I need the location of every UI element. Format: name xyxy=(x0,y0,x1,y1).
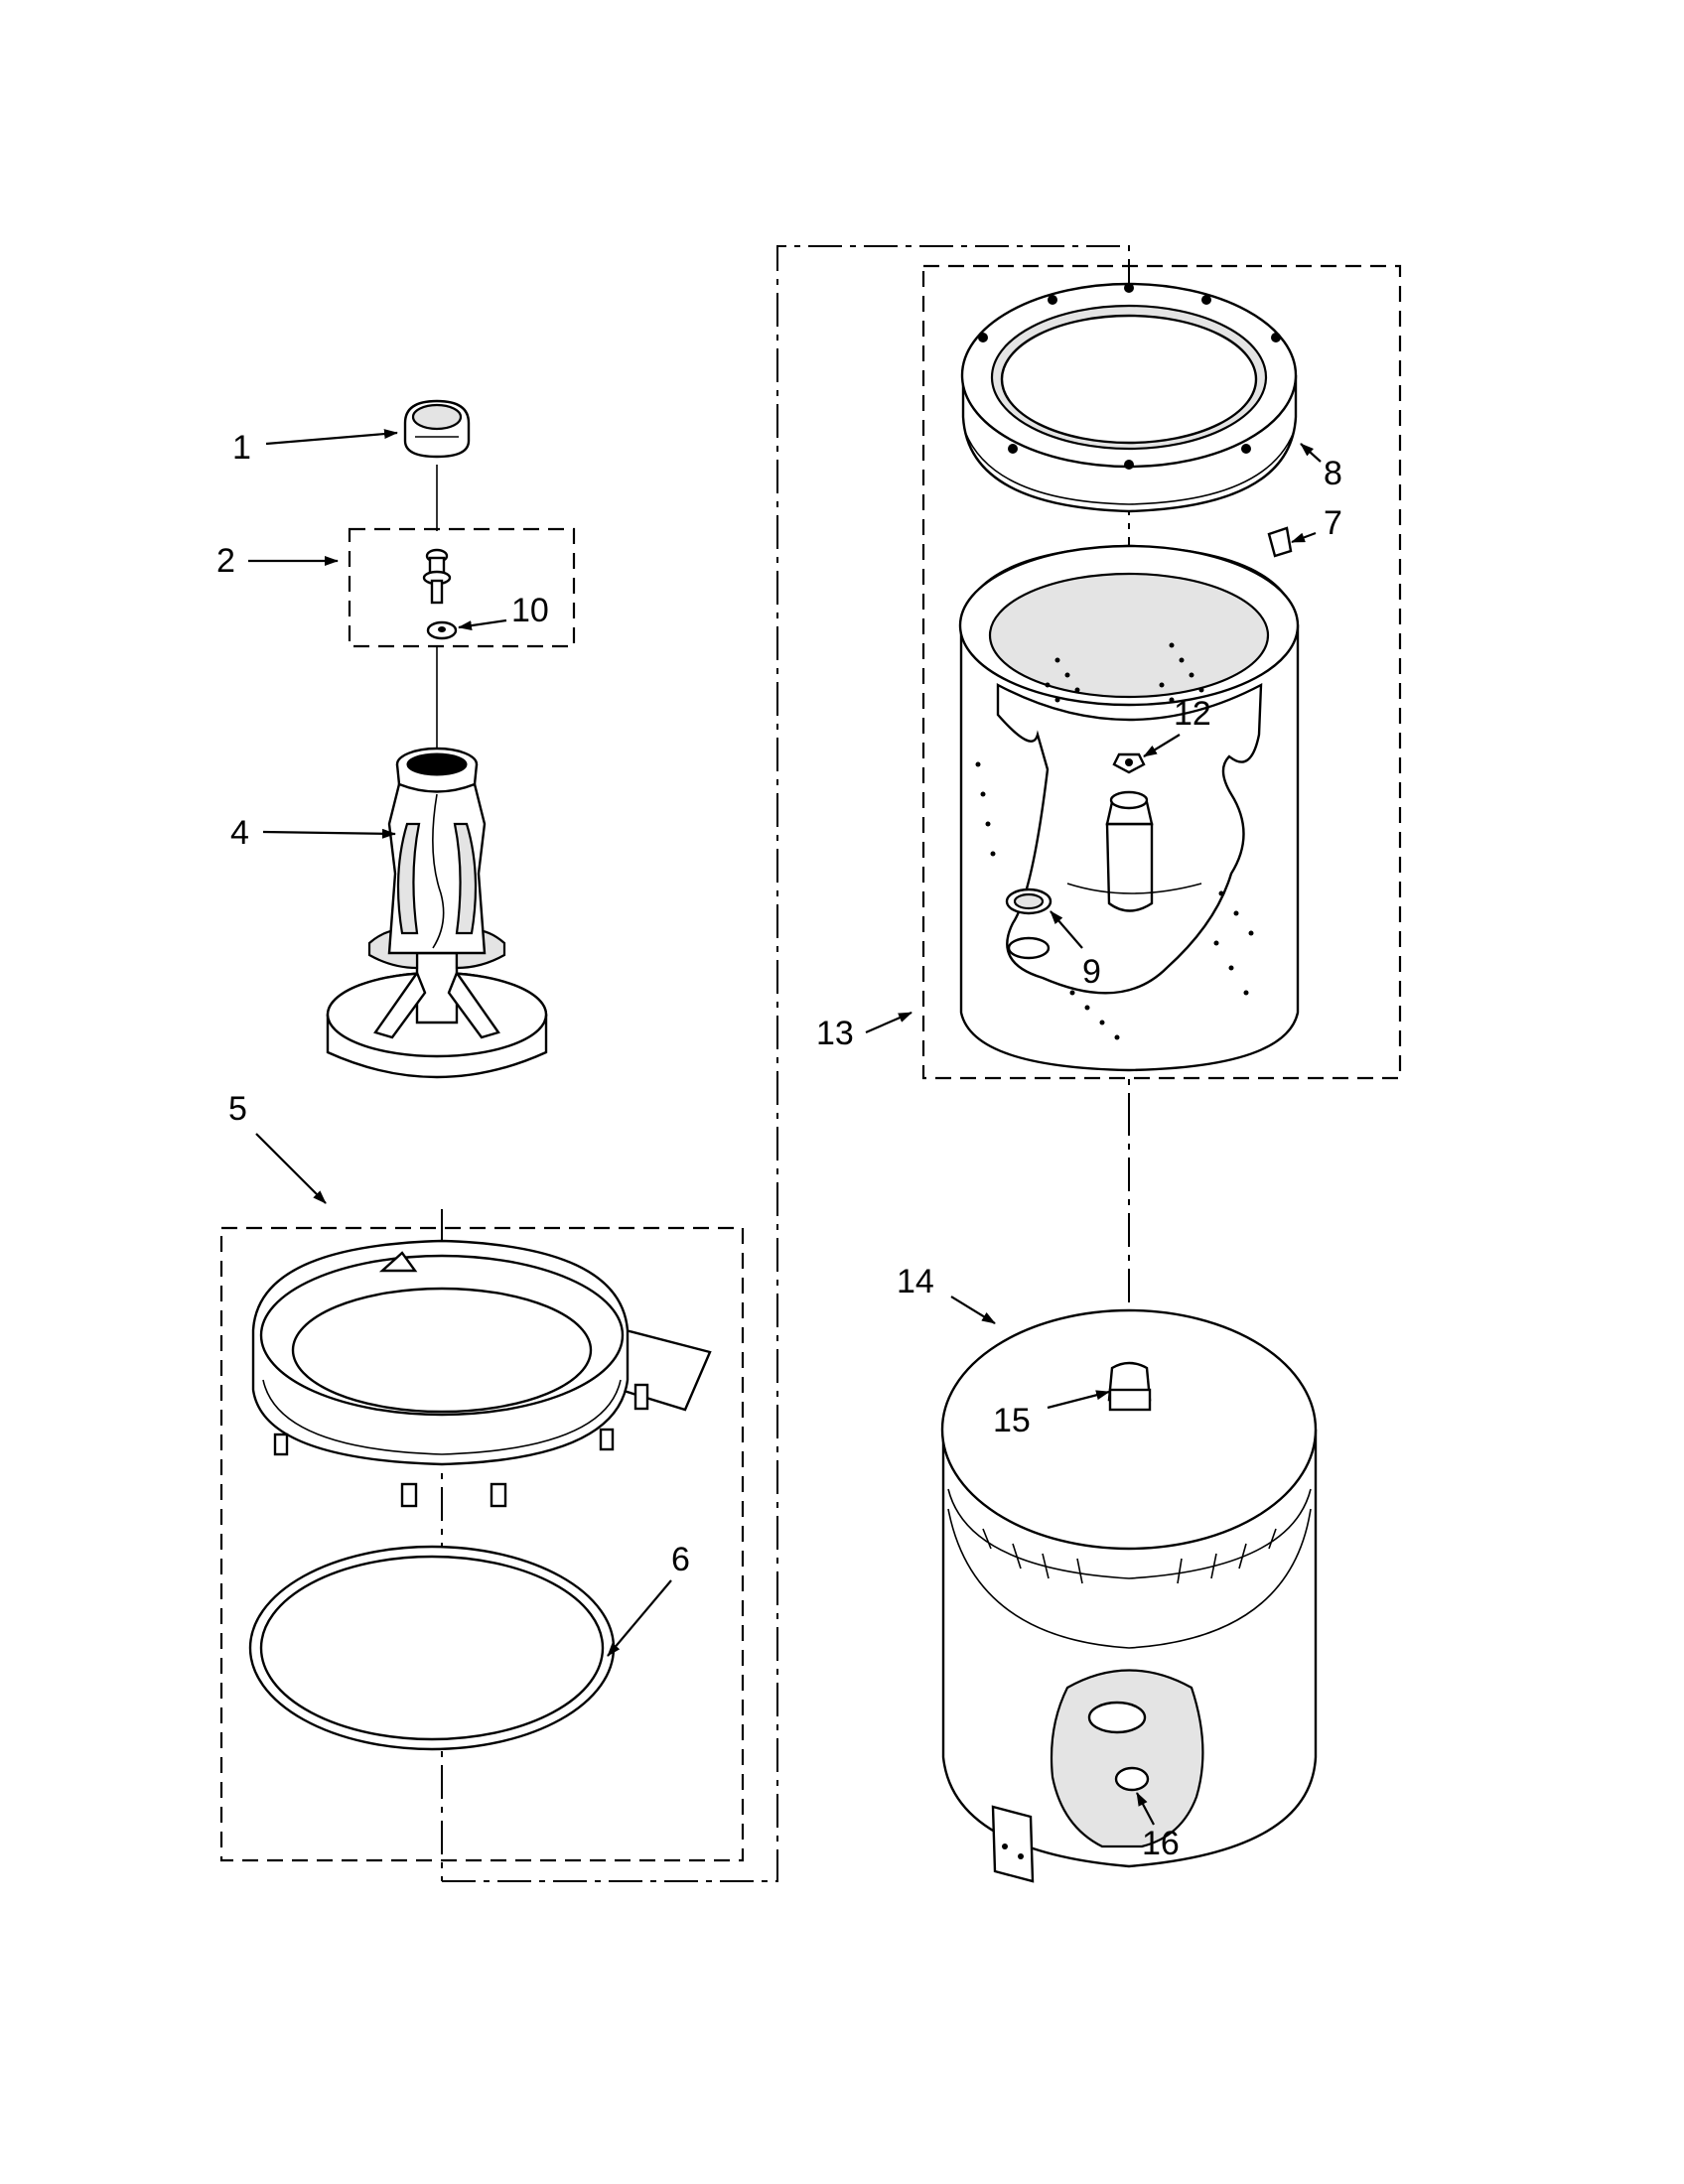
callout-6: 6 xyxy=(671,1541,690,1578)
callout-15: 15 xyxy=(993,1402,1031,1439)
callout-7: 7 xyxy=(1324,504,1342,542)
callout-14: 14 xyxy=(897,1263,934,1300)
callout-1: 1 xyxy=(232,429,251,467)
callout-10: 10 xyxy=(511,592,549,629)
callout-4: 4 xyxy=(230,814,249,852)
callout-9: 9 xyxy=(1082,953,1101,991)
callout-13: 13 xyxy=(816,1015,854,1052)
kit-box-2 xyxy=(348,527,576,648)
clip xyxy=(1267,526,1293,558)
callout-12: 12 xyxy=(1174,695,1211,733)
agitator-cap xyxy=(403,399,471,459)
bolt-kit xyxy=(422,548,458,640)
wash-basket xyxy=(958,544,1300,1072)
gasket-ring xyxy=(248,1545,616,1751)
callout-16: 16 xyxy=(1142,1825,1180,1862)
kit-box-5 xyxy=(219,1226,745,1862)
basket-perforations xyxy=(975,642,1254,1040)
balance-ring xyxy=(960,282,1298,513)
callout-2: 2 xyxy=(216,542,235,580)
ring-assembly xyxy=(251,1239,712,1508)
leader-arrows xyxy=(248,429,1322,1826)
callout-5: 5 xyxy=(228,1090,247,1128)
outer-tub xyxy=(940,1308,1318,1883)
kit-box-13 xyxy=(921,264,1402,1080)
callout-8: 8 xyxy=(1324,455,1342,492)
callout-labels: 1 2 10 4 5 6 8 7 12 9 13 14 15 16 xyxy=(216,429,1342,1862)
agitator xyxy=(326,747,548,1079)
